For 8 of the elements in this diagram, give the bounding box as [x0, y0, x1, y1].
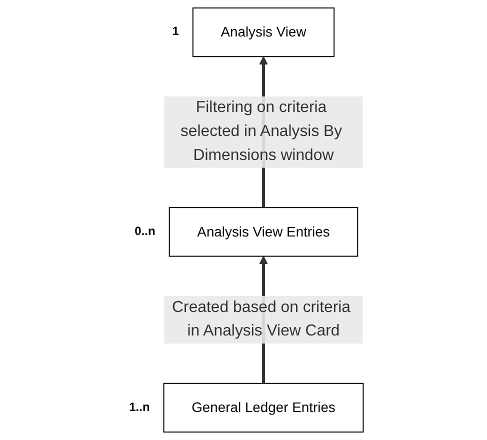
node-box: Analysis View: [192, 7, 335, 58]
edge-label: Filtering on criteria selected in Analysis By Dimensions window: [180, 99, 342, 164]
multiplicity-label: 1..n: [129, 400, 150, 414]
edge-label: Created based on criteria in Analysis View Card: [172, 298, 350, 340]
multiplicity-label: 0..n: [134, 224, 156, 238]
multiplicity-label: 1: [172, 24, 179, 38]
node-box: Analysis View Entries: [168, 207, 358, 257]
node-box: General Ledger Entries: [163, 382, 364, 433]
